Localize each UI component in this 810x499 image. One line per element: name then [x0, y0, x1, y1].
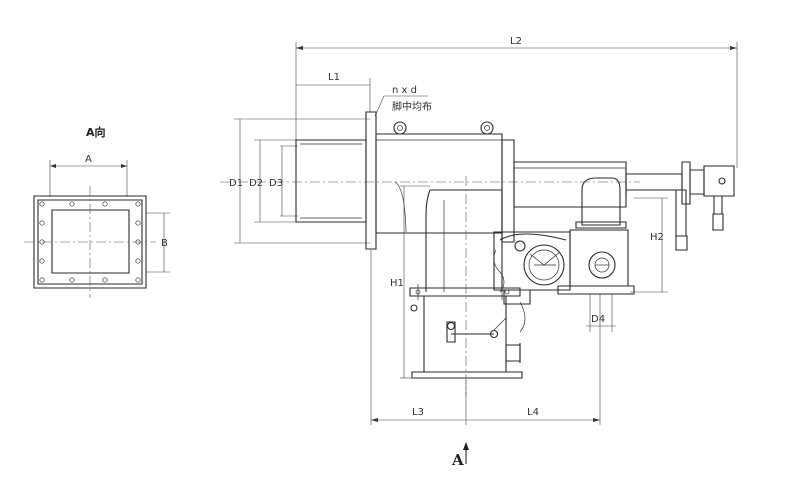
a-view: A向 A B: [24, 125, 170, 298]
d2-label: D2: [249, 178, 263, 189]
a-height-label: B: [161, 238, 168, 249]
pilot-pipe: [676, 190, 686, 236]
l1-label: L1: [328, 72, 340, 83]
d4-label: D4: [591, 314, 605, 325]
nozzle-tube: [296, 140, 366, 222]
view-arrow-label: A: [451, 451, 464, 469]
damper-actuator: [494, 232, 570, 332]
flange-bolt-left: [411, 305, 417, 311]
d3-label: D3: [269, 178, 283, 189]
rear-plate: [502, 140, 514, 242]
lifting-eye-left: [394, 122, 406, 134]
view-arrow: A: [451, 442, 469, 469]
l3-label: L3: [412, 407, 424, 418]
h1-label: H1: [390, 278, 404, 289]
burner-elevation: L2 L1 n x d 脚中均布 D1 D2 D3: [220, 36, 737, 469]
a-opening: [52, 210, 129, 273]
mounting-flange: [366, 112, 376, 249]
damper-lever: [447, 318, 506, 342]
inlet-base-flange: [412, 372, 522, 378]
body-inner-curve: [395, 182, 406, 232]
pilot-valve: [713, 214, 723, 230]
a-width-arrow-left: [50, 164, 56, 168]
rear-housing: [514, 162, 626, 207]
l2-label: L2: [510, 36, 522, 47]
h2-label: H2: [650, 232, 664, 243]
duct-left-wall: [426, 190, 430, 292]
burner-body: [376, 134, 502, 233]
lifting-eye-right: [481, 122, 493, 134]
l4-label: L4: [527, 407, 539, 418]
a-width-label: A: [85, 154, 92, 165]
servo-motor: [558, 230, 634, 294]
side-pipe-stub: [506, 345, 520, 361]
note-distribution: 脚中均布: [392, 100, 432, 113]
a-view-title: A向: [86, 125, 106, 139]
a-bolt-holes: [40, 202, 140, 282]
a-width-arrow-right: [121, 164, 127, 168]
note-holes: n x d: [392, 85, 417, 96]
gas-tee: [582, 178, 620, 225]
d1-label: D1: [229, 178, 243, 189]
